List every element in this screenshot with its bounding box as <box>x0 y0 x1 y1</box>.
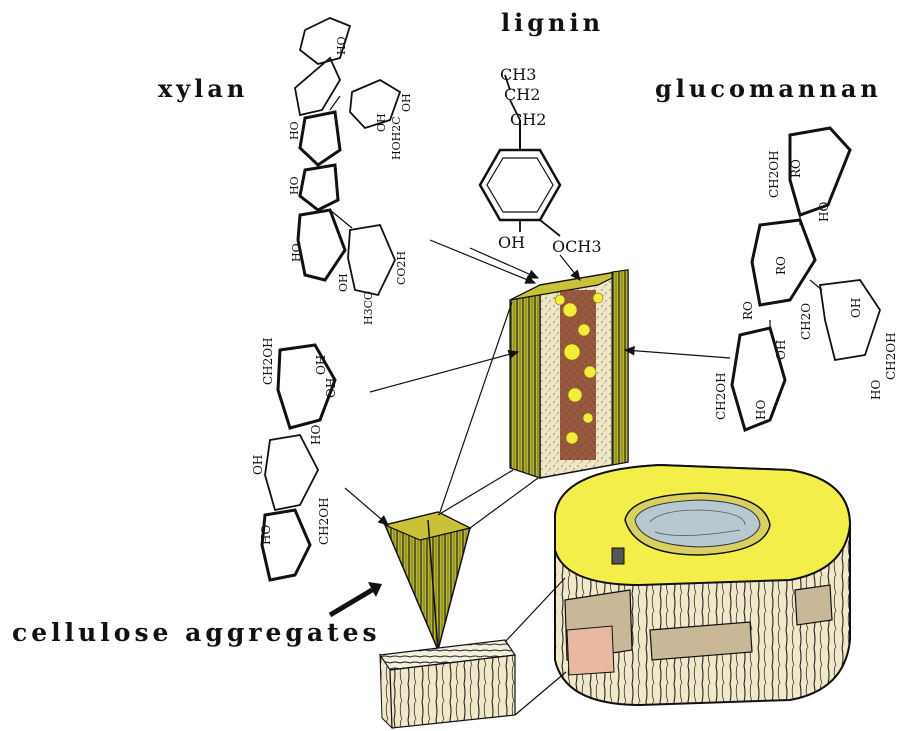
gluco-group-2: RO <box>789 159 803 178</box>
gluco-group-11: OH <box>774 340 788 360</box>
xylan-group-3: OH <box>375 113 388 132</box>
cellulose-group-4: OH <box>251 455 265 475</box>
gluco-group-1: CH2OH <box>767 150 781 198</box>
lignin-ch2b-text: CH2 <box>510 110 546 129</box>
arrow-cellulose-to-wall <box>370 352 518 392</box>
label-xylan: xylan <box>158 74 248 103</box>
lignin-oh-text: OH <box>498 233 525 252</box>
xylan-molecule: HO OH OH HOH2C HO HO CO2H H3CO OH HO <box>288 18 413 325</box>
arrow-glucomannan-to-wall <box>625 350 730 358</box>
lignin-och3-text: OCH3 <box>552 237 602 256</box>
gluco-group-8: CH2OH <box>884 332 898 380</box>
gluco-group-4: RO <box>774 256 788 275</box>
gluco-group-12: HO <box>754 400 768 420</box>
line-block-to-trunk-2 <box>515 672 566 715</box>
xylan-group-6: HO <box>288 176 301 195</box>
cellulose-aggregate-cone <box>385 512 470 650</box>
line-cone-to-wall-1 <box>438 470 513 515</box>
cellulose-group-2: OH <box>324 378 338 398</box>
wood-grain-block <box>380 640 515 728</box>
cellulose-pointer-shaft <box>330 590 372 615</box>
gluco-group-7: OH <box>849 298 863 318</box>
line-cone-to-wall-3 <box>470 478 538 528</box>
cellulose-molecule: CH2OH OH HO OH CH2OH HO OH <box>251 337 338 580</box>
gluco-group-3: HO <box>817 202 831 222</box>
label-cellulose-aggregates: cellulose aggregates <box>12 618 381 647</box>
line-cone-to-wall-2 <box>440 302 512 512</box>
gluco-group-5: CH2O <box>799 303 813 340</box>
gluco-group-6: RO <box>741 301 755 320</box>
lignin-molecule: CH3 CH2 CH2 OH OCH3 <box>480 65 602 256</box>
arrow-lignin-to-wall <box>560 255 580 280</box>
arrow-lignin-oh-to-wall <box>470 248 538 278</box>
xylan-group-4: HOH2C <box>390 116 403 160</box>
glucomannan-molecule: CH2OH RO HO RO CH2O RO OH CH2OH HO CH2OH… <box>714 128 898 430</box>
cell-wall-block <box>510 270 628 478</box>
xylan-group-10: HO <box>290 243 303 262</box>
xylan-group-5: HO <box>288 121 301 140</box>
cellulose-group-5: CH2OH <box>317 497 331 545</box>
cellulose-group-1: CH2OH <box>261 337 275 385</box>
gluco-group-10: CH2OH <box>714 372 728 420</box>
arrow-cellulose-to-cone <box>345 488 388 525</box>
lignin-ch2a-text: CH2 <box>504 85 540 104</box>
cellulose-group-3: HO <box>309 425 323 445</box>
label-glucomannan: glucomannan <box>655 74 882 103</box>
label-lignin: lignin <box>501 8 604 37</box>
tree-trunk <box>555 465 850 705</box>
gluco-group-9: HO <box>869 380 883 400</box>
xylan-group-2: OH <box>400 93 413 112</box>
cellulose-group-7: OH <box>314 355 328 375</box>
xylan-group-7: CO2H <box>395 251 408 285</box>
xylan-group-1: HO <box>335 36 348 55</box>
xylan-group-9: OH <box>337 273 350 292</box>
lignin-ch3-text: CH3 <box>500 65 536 84</box>
xylan-group-8: H3CO <box>362 291 375 325</box>
cellulose-group-6: HO <box>259 525 273 545</box>
